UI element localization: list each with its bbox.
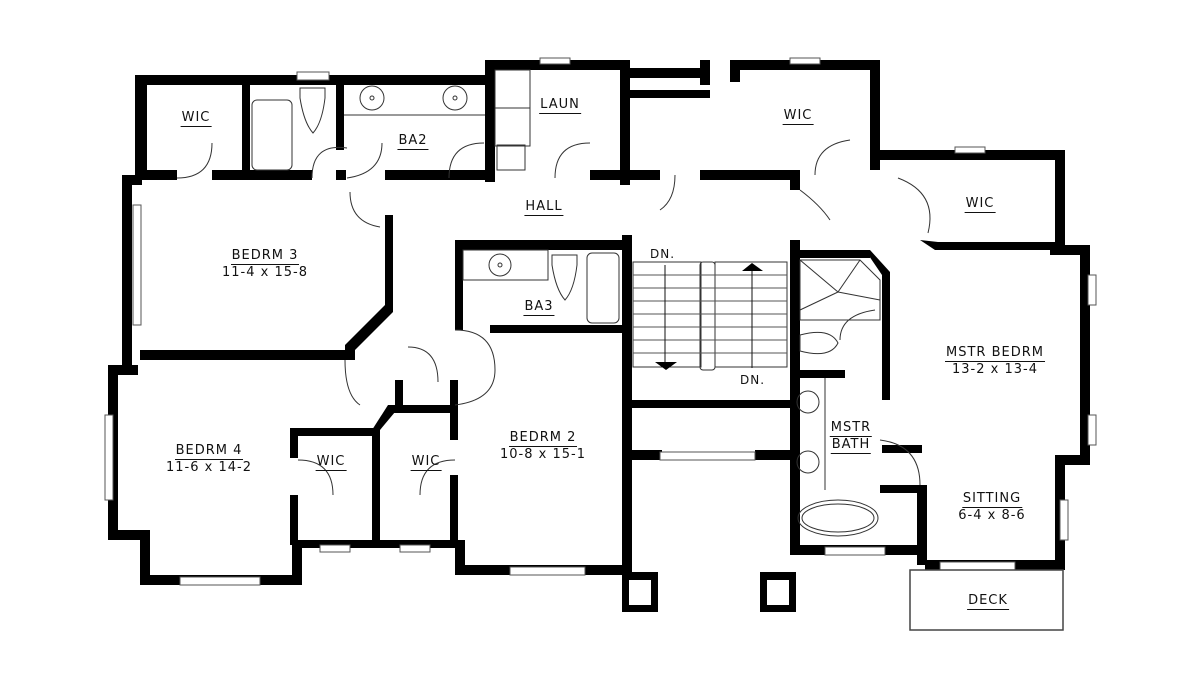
room-label-bedrm2: BEDRM 2 10-8 x 15-1 <box>500 430 586 463</box>
room-label-sitting: SITTING 6-4 x 8-6 <box>958 491 1025 524</box>
room-name: MSTR <box>829 420 873 437</box>
room-label-wic-ne: WIC <box>964 196 996 213</box>
stair-arrow-up-icon <box>742 263 763 271</box>
room-dimensions: 11-4 x 15-8 <box>222 265 308 280</box>
room-name: MSTR BEDRM <box>945 345 1045 362</box>
stair-down-label-left: DN. <box>650 247 676 261</box>
room-name: BEDRM 3 <box>230 248 300 265</box>
room-name: WIC <box>782 108 814 125</box>
room-name: BEDRM 2 <box>508 430 578 447</box>
room-label-wic-b4: WIC <box>315 454 347 471</box>
room-dimensions: 6-4 x 8-6 <box>958 508 1026 523</box>
room-name: BEDRM 4 <box>174 443 244 460</box>
stair-treads <box>633 265 787 368</box>
exterior-walls <box>108 60 1090 612</box>
room-dimensions: 10-8 x 15-1 <box>500 447 586 462</box>
room-name: WIC <box>964 196 996 213</box>
stair-arrow-down-icon <box>655 362 677 370</box>
room-label-ba3: BA3 <box>523 299 555 316</box>
room-name: SITTING <box>961 491 1023 508</box>
room-label-ba2: BA2 <box>397 133 429 150</box>
stair-down-label-right: DN. <box>740 373 766 387</box>
room-label-bedrm3: BEDRM 3 11-4 x 15-8 <box>222 248 308 281</box>
room-name: WIC <box>315 454 347 471</box>
room-name: HALL <box>524 199 564 216</box>
room-name: DECK <box>967 593 1009 610</box>
room-name: BA2 <box>397 133 429 150</box>
room-label-deck: DECK <box>967 593 1009 610</box>
room-label-mstr-bath: MSTR BATH <box>829 420 873 454</box>
room-label-laun: LAUN <box>539 97 581 114</box>
room-name: WIC <box>180 110 212 127</box>
room-name: BA3 <box>523 299 555 316</box>
room-label-bedrm4: BEDRM 4 11-6 x 14-2 <box>166 443 252 476</box>
room-label-wic-n: WIC <box>782 108 814 125</box>
room-label-mstr-bedrm: MSTR BEDRM 13-2 x 13-4 <box>945 345 1045 378</box>
room-label-hall: HALL <box>524 199 564 216</box>
room-dimensions: 13-2 x 13-4 <box>952 362 1038 377</box>
room-label-wic-b2: WIC <box>410 454 442 471</box>
room-name: WIC <box>410 454 442 471</box>
room-dimensions: 11-6 x 14-2 <box>166 460 252 475</box>
windows <box>104 57 1097 586</box>
room-name: LAUN <box>539 97 581 114</box>
room-name-line2: BATH <box>830 437 872 454</box>
deck-outline <box>909 569 1064 631</box>
room-label-wic-nw: WIC <box>180 110 212 127</box>
door-swings <box>176 139 931 496</box>
